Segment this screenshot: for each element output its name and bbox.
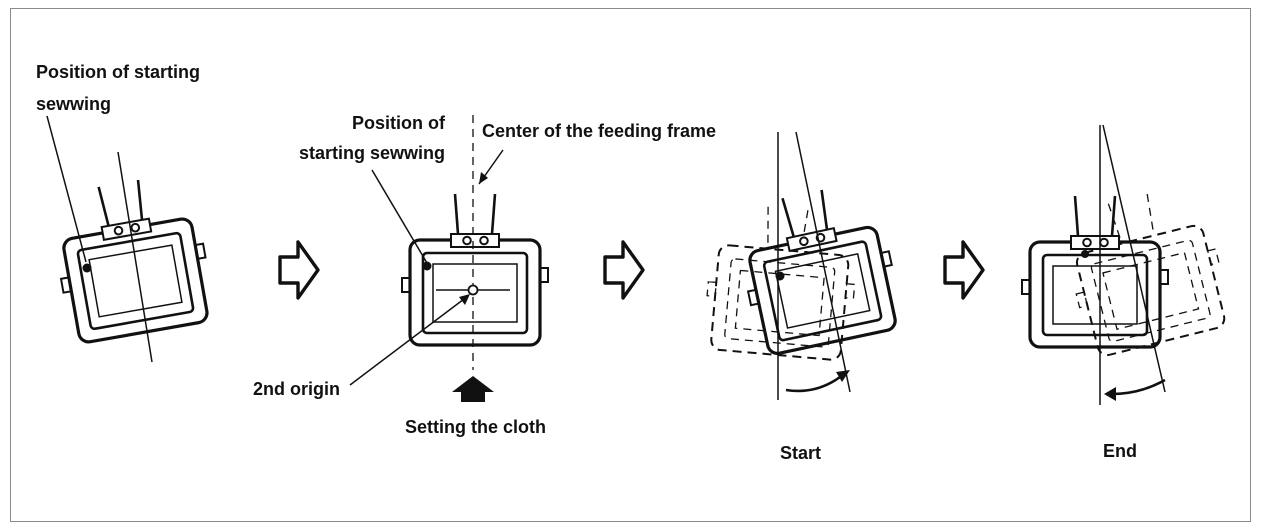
label-second-origin: 2nd origin — [253, 379, 340, 399]
label-start-position-step-1: Position of starting sewwing — [36, 62, 200, 114]
second-origin-marker — [467, 284, 479, 296]
rotation-arrow-icon — [836, 370, 850, 382]
frame-step-2 — [349, 115, 550, 402]
step-arrow-icon — [603, 240, 645, 300]
start-point-marker — [1081, 250, 1089, 258]
figure-border — [10, 8, 1251, 522]
rotation-arrow-icon — [1104, 387, 1116, 401]
label-end: End — [1103, 441, 1137, 461]
label-center-feeding-frame: Center of the feeding frame — [482, 121, 717, 141]
cloth-up-arrow-icon — [452, 376, 494, 402]
frame-step-1 — [44, 115, 219, 363]
start-point-marker — [422, 261, 432, 271]
label-start: Start — [780, 443, 822, 463]
start-point-marker — [775, 271, 785, 281]
start-point-marker — [82, 263, 92, 273]
label-start-position-step-2: Position of starting sewwing — [298, 113, 445, 163]
frame-step-4 — [1020, 124, 1236, 405]
frame-step-3 — [701, 131, 907, 400]
step-arrow-icon — [943, 240, 985, 300]
label-setting-cloth: Setting the cloth — [405, 417, 546, 437]
step-arrow-icon — [278, 240, 320, 300]
